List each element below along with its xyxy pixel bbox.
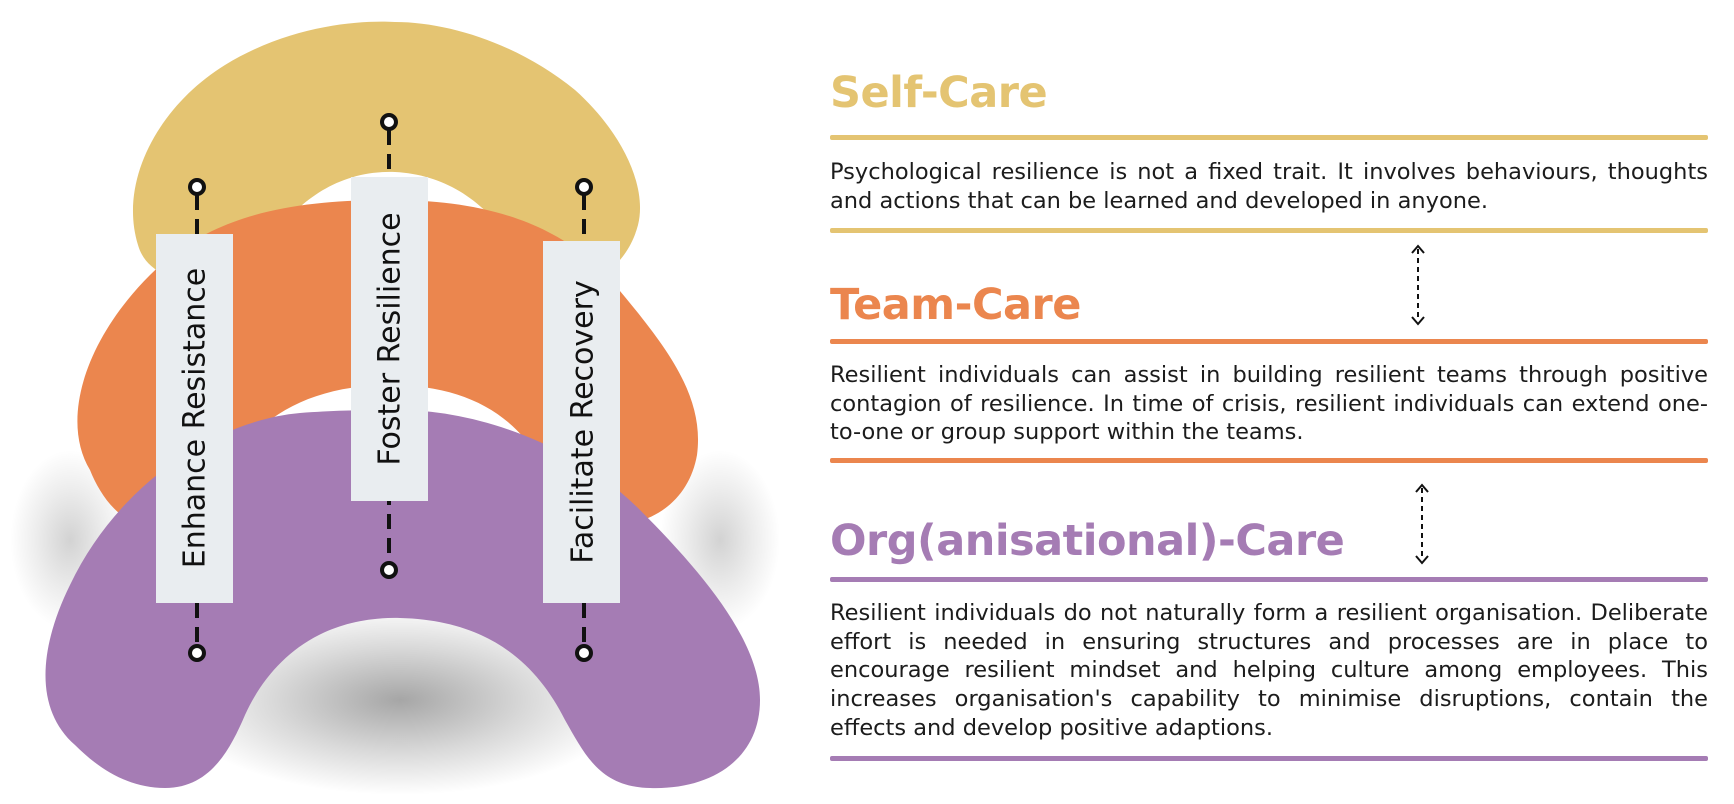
- team-care-top-rule: [830, 339, 1708, 344]
- self-care-section: Self-Care: [830, 72, 1708, 115]
- facilitate-recovery-box: [543, 241, 620, 603]
- foster-resilience-bottom-node: [380, 561, 398, 579]
- enhance-resistance-bottom-node: [188, 644, 206, 662]
- self-care-top-rule: [830, 135, 1708, 140]
- self-care-body: Psychological resilience is not a fixed …: [830, 159, 1708, 214]
- team-care-body: Resilient individuals can assist in buil…: [830, 362, 1708, 446]
- enhance-resistance-top-node: [188, 178, 206, 196]
- org-care-heading: Org(anisational)-Care: [830, 516, 1345, 566]
- org-care-body: Resilient individuals do not naturally f…: [830, 600, 1708, 741]
- foster-resilience-top-node: [380, 113, 398, 131]
- resilience-arch-diagram: Enhance Resistance Foster Resilience Fac…: [10, 21, 780, 795]
- facilitate-recovery-top-node: [575, 178, 593, 196]
- facilitate-recovery-bottom-node: [575, 644, 593, 662]
- foster-resilience-label: Foster Resilience: [373, 212, 408, 465]
- self-care-heading: Self-Care: [830, 68, 1048, 118]
- enhance-resistance-label: Enhance Resistance: [178, 268, 213, 569]
- self-care-bottom-rule: [830, 228, 1708, 233]
- org-care-bottom-rule: [830, 756, 1708, 761]
- team-care-heading: Team-Care: [830, 280, 1081, 330]
- facilitate-recovery-label: Facilitate Recovery: [566, 280, 601, 563]
- team-org-link-arrow: [1415, 483, 1429, 565]
- team-care-bottom-rule: [830, 458, 1708, 463]
- org-care-top-rule: [830, 577, 1708, 582]
- foster-resilience-box: [351, 177, 428, 501]
- org-care-section: Org(anisational)-Care: [830, 520, 1708, 563]
- self-team-link-arrow: [1411, 244, 1425, 326]
- enhance-resistance-box: [156, 234, 233, 603]
- team-care-section: Team-Care: [830, 284, 1708, 327]
